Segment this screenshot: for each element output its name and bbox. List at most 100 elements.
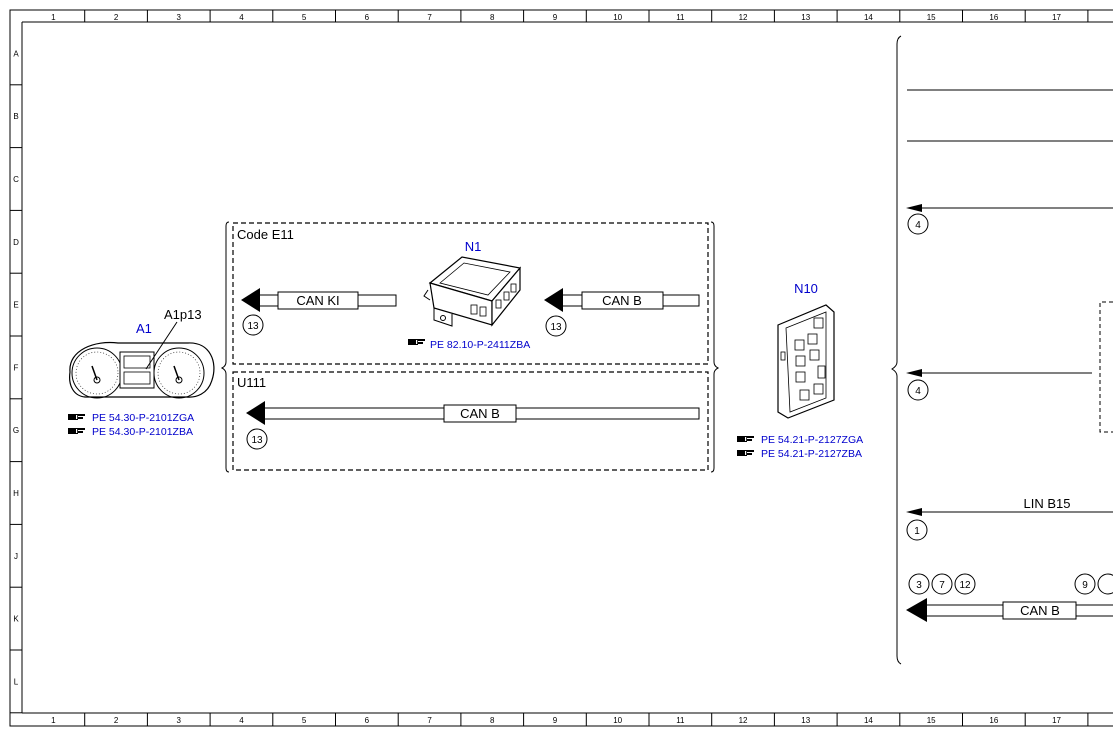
connector-marker-7 (931, 573, 953, 595)
column-index-label: 4 (239, 716, 244, 725)
column-index-label: 4 (239, 13, 244, 22)
column-index-label: 8 (490, 13, 495, 22)
svg-text:13: 13 (247, 321, 259, 332)
svg-text:4: 4 (915, 386, 921, 397)
connector-marker-partial (1097, 573, 1113, 595)
svg-text:12: 12 (959, 580, 971, 591)
group-label-u111: U111 (237, 375, 266, 390)
component-code-a1[interactable]: A1 (136, 321, 152, 336)
row-index-label: E (13, 301, 18, 310)
row-index-label: K (13, 615, 19, 624)
svg-text:13: 13 (550, 322, 562, 333)
connector-marker-4 (907, 379, 929, 401)
bus-label-can-b-bottom: CAN B (1020, 603, 1060, 618)
row-index-label: D (13, 238, 19, 247)
connector-marker-12 (954, 573, 976, 595)
control-unit-n10[interactable] (777, 304, 835, 419)
reference-icon (408, 339, 425, 345)
signal-line-upper[interactable] (906, 204, 1113, 212)
reference-icon (68, 428, 85, 434)
column-index-label: 16 (989, 716, 998, 725)
component-code-a1p13: A1p13 (164, 307, 202, 322)
bus-line-can-b-bottom[interactable]: CAN B (906, 598, 1113, 622)
svg-text:9: 9 (1082, 580, 1088, 591)
column-index-label: 5 (302, 13, 307, 22)
column-index-label: 13 (801, 716, 810, 725)
column-index-label: 10 (613, 716, 622, 725)
column-index-label: 7 (427, 716, 432, 725)
reference-link-a1-2[interactable]: PE 54.30-P-2101ZBA (92, 426, 193, 438)
component-code-n1[interactable]: N1 (465, 239, 482, 254)
bus-label-lin-b15: LIN B15 (1024, 496, 1071, 511)
reference-link-a1-1[interactable]: PE 54.30-P-2101ZGA (92, 412, 194, 424)
connector-marker-13 (246, 428, 268, 450)
bus-label-can-b-middle: CAN B (460, 406, 500, 421)
reference-icon (737, 436, 754, 442)
signal-line-middle[interactable] (906, 369, 1092, 377)
reference-icon (737, 450, 754, 456)
connector-marker-13 (242, 314, 264, 336)
column-index-label: 3 (177, 716, 182, 725)
bus-line-can-ki[interactable]: CAN KI (241, 288, 397, 312)
svg-text:13: 13 (251, 435, 263, 446)
row-index-label: H (13, 489, 19, 498)
column-index-label: 6 (365, 13, 370, 22)
a1p13-leader-line (145, 321, 178, 370)
column-index-label: 6 (365, 716, 370, 725)
row-index-label: A (13, 49, 19, 58)
column-index-label: 12 (739, 13, 748, 22)
bus-line-can-b-middle[interactable]: CAN B (246, 401, 700, 425)
svg-text:1: 1 (914, 526, 920, 537)
group-label-code-e11: Code E11 (237, 227, 294, 242)
connector-marker-13 (545, 315, 567, 337)
reference-link-n10-2[interactable]: PE 54.21-P-2127ZBA (761, 448, 862, 460)
connector-marker-3 (908, 573, 930, 595)
bus-label-can-b-upper: CAN B (602, 293, 642, 308)
connector-marker-4 (907, 213, 929, 235)
instrument-cluster-a1[interactable] (69, 341, 215, 399)
row-index-label: F (14, 363, 19, 372)
row-index-label: G (13, 426, 19, 435)
column-index-label: 16 (989, 13, 998, 22)
column-index-label: 8 (490, 716, 495, 725)
row-index-label: J (14, 552, 18, 561)
connector-marker-9 (1074, 573, 1096, 595)
reference-icon (68, 414, 85, 420)
frame-border (9, 9, 1113, 727)
reference-link-n10-1[interactable]: PE 54.21-P-2127ZGA (761, 434, 863, 446)
variant-bracket-left (220, 221, 230, 473)
column-index-label: 11 (676, 716, 685, 725)
reference-link-n1[interactable]: PE 82.10-P-2411ZBA (430, 339, 530, 351)
row-index-label: C (13, 175, 19, 184)
bus-line-lin-b15[interactable] (906, 508, 1113, 516)
component-code-n10[interactable]: N10 (794, 281, 818, 296)
component-box-partial (1099, 301, 1113, 433)
column-index-label: 17 (1052, 716, 1061, 725)
column-index-label: 2 (114, 716, 119, 725)
column-index-label: 12 (739, 716, 748, 725)
svg-text:7: 7 (939, 580, 945, 591)
row-index-label: B (13, 112, 18, 121)
column-index-label: 9 (553, 13, 558, 22)
column-index-label: 2 (114, 13, 119, 22)
connector-marker-1 (906, 519, 928, 541)
column-index-label: 17 (1052, 13, 1061, 22)
variant-bracket-right (710, 221, 720, 473)
column-index-label: 14 (864, 716, 873, 725)
u111-box (232, 371, 709, 471)
bus-line-can-b-upper[interactable]: CAN B (544, 288, 700, 312)
row-ruler-left: A B C D E F G H J K L (10, 49, 22, 714)
column-index-label: 11 (676, 13, 685, 22)
column-index-label: 1 (51, 13, 56, 22)
column-index-label: 9 (553, 716, 558, 725)
column-index-label: 1 (51, 716, 56, 725)
code-e11-box (232, 222, 709, 365)
row-index-label: L (14, 677, 19, 686)
bus-label-can-ki: CAN KI (296, 293, 339, 308)
control-unit-n1[interactable] (423, 256, 522, 327)
column-index-label: 3 (177, 13, 182, 22)
column-index-label: 13 (801, 13, 810, 22)
